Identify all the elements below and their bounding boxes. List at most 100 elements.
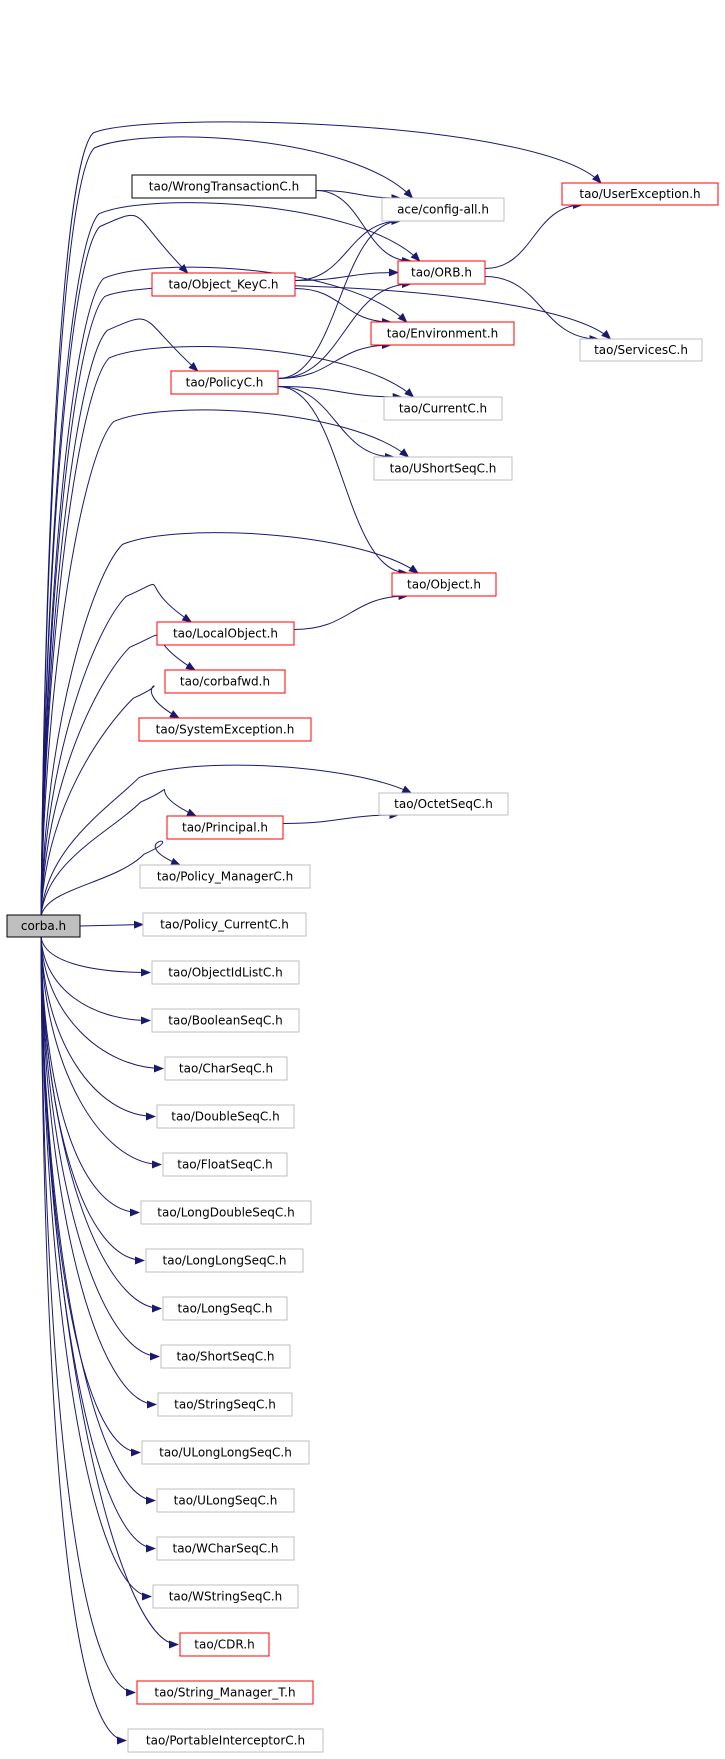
node-userexc[interactable]: tao/UserException.h xyxy=(561,182,719,206)
edge-orb-to-services xyxy=(484,276,600,343)
node-floatseq[interactable]: tao/FloatSeqC.h xyxy=(162,1152,288,1177)
node-polcur-box xyxy=(142,912,307,937)
edge-corba-to-ulonglongseq xyxy=(40,935,141,1457)
edge-corba-to-userexc xyxy=(40,121,602,918)
node-env[interactable]: tao/Environment.h xyxy=(370,321,515,346)
node-ushortseq-box xyxy=(373,456,513,481)
node-polmgr[interactable]: tao/Policy_ManagerC.h xyxy=(139,864,311,889)
edge-corba-to-wstringseq xyxy=(40,935,152,1601)
node-ushortseq-label: tao/UShortSeqC.h xyxy=(390,462,497,476)
node-longlongseq[interactable]: tao/LongLongSeqC.h xyxy=(145,1248,304,1273)
edge-corba-to-principal xyxy=(40,789,197,918)
node-wcharseq-label: tao/WCharSeqC.h xyxy=(173,1542,279,1556)
node-orb-label: tao/ORB.h xyxy=(411,266,472,280)
node-cdr-label: tao/CDR.h xyxy=(194,1638,254,1652)
edge-corba-to-currentc xyxy=(40,346,415,918)
node-services-label: tao/ServicesC.h xyxy=(594,343,688,357)
node-corbafwd[interactable]: tao/corbafwd.h xyxy=(164,669,286,694)
node-charseq-label: tao/CharSeqC.h xyxy=(179,1062,273,1076)
node-doubleseq[interactable]: tao/DoubleSeqC.h xyxy=(156,1104,295,1129)
node-localobj[interactable]: tao/LocalObject.h xyxy=(156,621,295,646)
node-config[interactable]: ace/config-all.h xyxy=(381,197,505,222)
node-boolseq-box xyxy=(151,1008,300,1033)
edge-principal-to-octetseq xyxy=(282,811,400,824)
edge-corba-to-orb xyxy=(40,202,421,918)
node-ulonglongseq-label: tao/ULongLongSeqC.h xyxy=(159,1446,292,1460)
node-objidlist[interactable]: tao/ObjectIdListC.h xyxy=(151,960,300,985)
node-sysexc-label: tao/SystemException.h xyxy=(156,723,295,737)
edge-corba-to-localobj xyxy=(40,583,193,918)
node-boolseq[interactable]: tao/BooleanSeqC.h xyxy=(151,1008,300,1033)
node-ulongseq-box xyxy=(156,1488,295,1513)
node-strmgr[interactable]: tao/String_Manager_T.h xyxy=(136,1680,314,1705)
node-ushortseq[interactable]: tao/UShortSeqC.h xyxy=(373,456,513,481)
node-policyc[interactable]: tao/PolicyC.h xyxy=(170,370,279,395)
node-charseq[interactable]: tao/CharSeqC.h xyxy=(164,1056,288,1081)
node-strmgr-box xyxy=(136,1680,314,1705)
node-wcharseq[interactable]: tao/WCharSeqC.h xyxy=(156,1536,295,1561)
edge-objkey-to-orb xyxy=(294,268,399,281)
node-userexc-box xyxy=(561,182,719,206)
edge-wrong-to-orb xyxy=(315,190,413,265)
node-userexc-label: tao/UserException.h xyxy=(579,187,700,201)
edge-objkey-to-config xyxy=(294,217,402,281)
edge-objkey-to-env xyxy=(294,288,392,326)
node-object[interactable]: tao/Object.h xyxy=(391,572,497,597)
node-shortseq[interactable]: tao/ShortSeqC.h xyxy=(160,1344,291,1369)
node-shortseq-label: tao/ShortSeqC.h xyxy=(176,1350,274,1364)
node-corba[interactable]: corba.h xyxy=(6,914,81,938)
node-orb[interactable]: tao/ORB.h xyxy=(397,260,486,285)
node-boolseq-label: tao/BooleanSeqC.h xyxy=(168,1014,282,1028)
node-services[interactable]: tao/ServicesC.h xyxy=(579,338,703,362)
node-ulonglongseq-box xyxy=(141,1440,310,1465)
edge-corba-to-portint xyxy=(40,935,127,1745)
node-objkey[interactable]: tao/Object_KeyC.h xyxy=(151,272,296,297)
node-wrong-box xyxy=(131,174,317,199)
edge-localobj-to-object xyxy=(293,592,409,630)
node-ulongseq[interactable]: tao/ULongSeqC.h xyxy=(156,1488,295,1513)
node-sysexc[interactable]: tao/SystemException.h xyxy=(138,717,312,742)
node-doubleseq-box xyxy=(156,1104,295,1129)
node-longseq[interactable]: tao/LongSeqC.h xyxy=(162,1296,288,1321)
node-currentc[interactable]: tao/CurrentC.h xyxy=(383,396,503,421)
edge-corba-to-strmgr xyxy=(40,935,136,1697)
node-wstringseq[interactable]: tao/WStringSeqC.h xyxy=(152,1584,299,1609)
node-portint[interactable]: tao/PortableInterceptorC.h xyxy=(127,1728,324,1753)
node-longlongseq-label: tao/LongLongSeqC.h xyxy=(163,1254,287,1268)
node-wrong[interactable]: tao/WrongTransactionC.h xyxy=(131,174,317,199)
edge-corba-to-config xyxy=(40,136,414,918)
node-portint-box xyxy=(127,1728,324,1753)
node-corba-label: corba.h xyxy=(21,919,66,933)
edge-corba-to-objkey xyxy=(40,214,189,918)
edge-corba-to-objidlist xyxy=(40,935,151,977)
node-principal[interactable]: tao/Principal.h xyxy=(166,815,284,840)
node-config-label: ace/config-all.h xyxy=(397,203,489,217)
node-octetseq[interactable]: tao/OctetSeqC.h xyxy=(378,792,509,816)
node-stringseq-box xyxy=(157,1392,293,1417)
nodes-layer: corba.h tao/WrongTransactionC.h ace/config… xyxy=(6,174,719,1753)
node-currentc-box xyxy=(383,396,503,421)
node-cdr-box xyxy=(179,1632,270,1657)
edge-corba-to-services xyxy=(40,284,612,918)
node-polmgr-label: tao/Policy_ManagerC.h xyxy=(157,870,293,884)
edge-policyc-to-orb xyxy=(277,280,413,379)
node-polcur[interactable]: tao/Policy_CurrentC.h xyxy=(142,912,307,937)
edge-policyc-to-ushortseq xyxy=(277,386,395,461)
node-corba-box xyxy=(6,914,81,938)
node-cdr[interactable]: tao/CDR.h xyxy=(179,1632,270,1657)
node-polmgr-box xyxy=(139,864,311,889)
node-ulonglongseq[interactable]: tao/ULongLongSeqC.h xyxy=(141,1440,310,1465)
edge-policyc-to-object xyxy=(277,386,409,577)
edge-policyc-to-config xyxy=(277,217,402,379)
node-longseq-label: tao/LongSeqC.h xyxy=(178,1302,273,1316)
node-polcur-label: tao/Policy_CurrentC.h xyxy=(160,918,289,932)
node-stringseq[interactable]: tao/StringSeqC.h xyxy=(157,1392,293,1417)
edge-corba-to-doubleseq xyxy=(40,935,156,1121)
node-longdoubleseq[interactable]: tao/LongDoubleSeqC.h xyxy=(140,1200,312,1225)
node-wstringseq-box xyxy=(152,1584,299,1609)
edge-policyc-to-env xyxy=(277,341,392,379)
edge-corba-to-longdoubleseq xyxy=(40,935,140,1217)
node-charseq-box xyxy=(164,1056,288,1081)
node-sysexc-box xyxy=(138,717,312,742)
